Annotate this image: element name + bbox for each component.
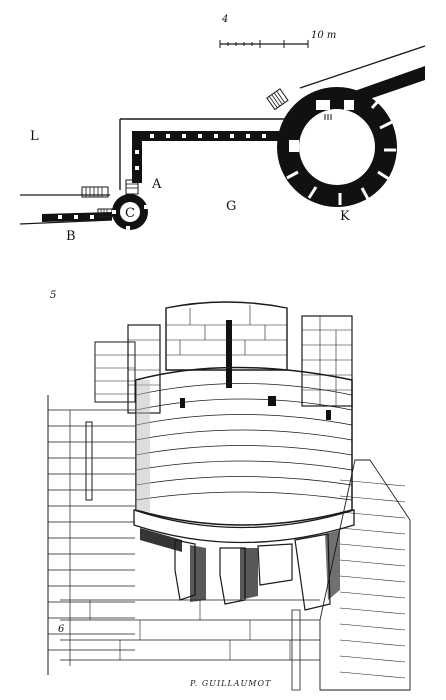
scale-bar-label: 10 m: [311, 30, 336, 41]
plan-label-B: B: [66, 229, 76, 244]
plan-label-G: G: [226, 199, 236, 214]
plan-label-L: L: [30, 129, 39, 144]
great-tower-plan: [277, 87, 397, 207]
elevation-figure: 5: [47, 290, 411, 691]
right-merlon: [301, 315, 353, 407]
left-merlon: [94, 341, 136, 403]
corner-mark: 6: [58, 624, 65, 635]
plan-label-C: C: [125, 206, 135, 221]
curtain-wall: [119, 118, 285, 190]
lower-ashlar-wall: [60, 599, 320, 691]
plan-label-A: A: [151, 177, 162, 192]
turret-body: [133, 366, 355, 544]
plan-label-K: K: [340, 209, 350, 224]
lower-walls: [19, 179, 148, 230]
corbels: [140, 528, 340, 611]
figure-number-plan: 4: [221, 14, 228, 25]
engraver-signature: P. GUILLAUMOT: [189, 679, 271, 688]
scale-bar: 10 m: [219, 30, 336, 48]
turret-top: [165, 301, 288, 388]
background-wall: [47, 395, 135, 675]
plan-figure: 4 10 m: [19, 14, 426, 244]
figure-number-elevation: 5: [50, 290, 56, 301]
